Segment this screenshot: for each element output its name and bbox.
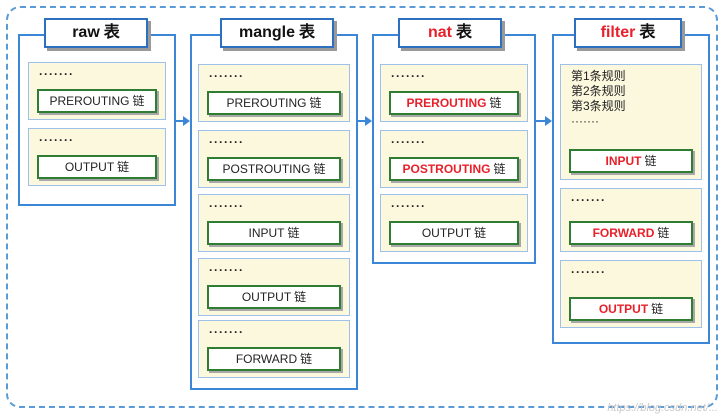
table-name: nat <box>427 24 452 41</box>
chain-name: OUTPUT <box>64 160 115 174</box>
rule-list: 第1条规则第2条规则第3条规则······· <box>571 69 626 129</box>
chain-suffix: 链 <box>117 160 130 174</box>
outer-dashed-frame <box>6 6 718 408</box>
flow-arrow <box>536 116 552 126</box>
chain-suffix: 链 <box>132 94 145 108</box>
chain-suffix: 链 <box>300 352 313 366</box>
table-suffix: 表 <box>639 24 656 41</box>
ellipsis-dots: ······· <box>209 135 244 149</box>
ellipsis-dots: ······· <box>391 135 426 149</box>
watermark-text: https://blog.csdn.net/... <box>607 402 718 414</box>
ellipsis-dots: ······· <box>209 199 244 213</box>
chain-suffix: 链 <box>489 96 502 110</box>
chain-name: PREROUTING <box>226 96 307 110</box>
chain-suffix: 链 <box>657 226 670 240</box>
chain-suffix: 链 <box>309 96 322 110</box>
chain-name: OUTPUT <box>598 302 649 316</box>
chain-suffix: 链 <box>474 226 487 240</box>
chain-suffix: 链 <box>651 302 664 316</box>
chain-name: OUTPUT <box>421 226 472 240</box>
chain-name: INPUT <box>605 154 642 168</box>
flow-arrow <box>358 116 372 126</box>
rule-item: 第2条规则 <box>571 84 626 98</box>
rule-item: 第1条规则 <box>571 69 626 83</box>
ellipsis-dots: ······· <box>571 265 606 279</box>
table-suffix: 表 <box>299 24 316 41</box>
table-suffix: 表 <box>455 24 472 41</box>
chain-name: PREROUTING <box>49 94 130 108</box>
ellipsis-dots: ······· <box>209 325 244 339</box>
chain-suffix: 链 <box>493 162 506 176</box>
chain-name: POSTROUTING <box>402 162 491 176</box>
ellipsis-dots: ······· <box>39 133 74 147</box>
chain-suffix: 链 <box>294 290 307 304</box>
ellipsis-dots: ······· <box>209 263 244 277</box>
chain-name: OUTPUT <box>241 290 292 304</box>
ellipsis-dots: ······· <box>209 69 244 83</box>
chain-suffix: 链 <box>287 226 300 240</box>
table-suffix: 表 <box>103 24 120 41</box>
chain-name: FORWARD <box>235 352 298 366</box>
table-name: filter <box>600 24 636 41</box>
chain-name: FORWARD <box>592 226 655 240</box>
rule-item: ······· <box>571 114 599 128</box>
ellipsis-dots: ······· <box>571 193 606 207</box>
chain-suffix: 链 <box>313 162 326 176</box>
ellipsis-dots: ······· <box>391 69 426 83</box>
rule-item: 第3条规则 <box>571 99 626 113</box>
chain-name: INPUT <box>248 226 285 240</box>
chain-name: PREROUTING <box>406 96 487 110</box>
chain-name: POSTROUTING <box>222 162 311 176</box>
chain-suffix: 链 <box>644 154 657 168</box>
table-name: raw <box>72 24 100 41</box>
ellipsis-dots: ······· <box>391 199 426 213</box>
ellipsis-dots: ······· <box>39 67 74 81</box>
table-name: mangle <box>238 24 295 41</box>
flow-arrow <box>176 116 190 126</box>
